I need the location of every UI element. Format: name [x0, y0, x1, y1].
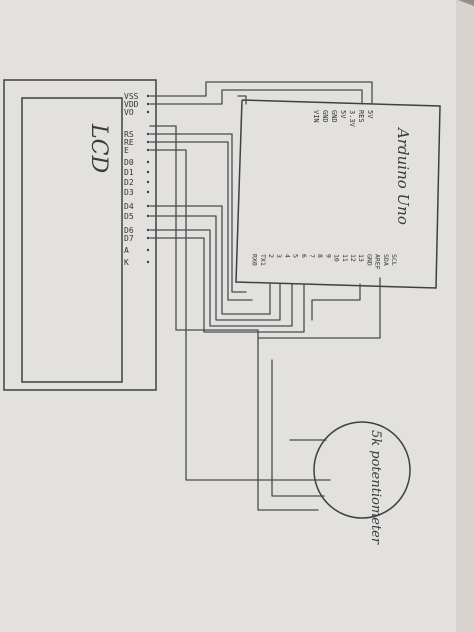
wire-vss	[149, 81, 373, 105]
wire-gnd-bus	[237, 95, 247, 105]
lcd-pin-dot	[146, 102, 150, 106]
arduino-digital-pin-label: 12	[349, 254, 357, 262]
wire-rs	[149, 133, 247, 293]
wire-vdd	[149, 89, 363, 105]
lcd-pin-label: D3	[124, 188, 134, 197]
lcd-pin-dot	[146, 214, 150, 218]
arduino-digital-pin-label: 6	[300, 254, 308, 258]
lcd-pin-dot	[146, 204, 150, 208]
lcd-pin-label: D2	[124, 178, 134, 187]
lcd-pin-label: A	[124, 246, 129, 255]
lcd-pin-dot	[146, 180, 150, 184]
lcd-pin-dot	[146, 110, 150, 114]
arduino-digital-pin-label: SDA	[382, 254, 390, 266]
lcd-pin-label: K	[124, 258, 129, 267]
lcd-pin-dot	[146, 160, 150, 164]
lcd-pin-label: VDD	[124, 100, 139, 109]
arduino-digital-pin-label: RX0	[251, 254, 259, 266]
lcd-pin-label: D7	[124, 234, 134, 243]
lcd-pin-dot	[146, 132, 150, 136]
lcd-pin-label: D6	[124, 226, 134, 235]
wire-pot-2	[271, 359, 325, 497]
arduino-digital-pin-label: GND	[365, 254, 373, 266]
paper-shadow-right	[456, 0, 474, 632]
lcd-pin-label: D4	[124, 202, 134, 211]
arduino-power-pin-label: RES	[357, 110, 365, 123]
lcd-pin-dot	[146, 236, 150, 240]
wire-d5	[149, 215, 281, 321]
potentiometer: 5k potentiometer	[313, 421, 411, 545]
lcd-outer-frame	[3, 79, 157, 391]
arduino-power-pin-label: 5V	[366, 110, 374, 119]
lcd-title: LCD	[86, 123, 111, 173]
lcd-pin-label: D1	[124, 168, 134, 177]
arduino-power-pin-label: VIN	[312, 110, 320, 123]
lcd-pin-label: VO	[124, 108, 134, 117]
arduino-digital-pin-label: 5	[292, 254, 300, 258]
lcd-pin-dot	[146, 260, 150, 264]
lcd-pin-label: E	[124, 146, 129, 155]
wire-pot-1	[257, 337, 319, 511]
wire-re	[149, 141, 253, 301]
wire-d4	[149, 205, 271, 315]
arduino-power-pin-label: 3.3V	[348, 110, 356, 128]
potentiometer-circle	[313, 421, 411, 519]
arduino-digital-pin-label: 13	[357, 254, 365, 262]
arduino-outline	[235, 99, 441, 289]
arduino-digital-pin-label: 4	[283, 254, 291, 258]
lcd-pin-dot	[146, 248, 150, 252]
arduino-digital-pin-label: 7	[308, 254, 316, 258]
wires	[149, 81, 381, 511]
lcd-pin-label: RE	[124, 138, 134, 147]
lcd-pin-dot	[146, 228, 150, 232]
lcd-pin-dot	[146, 190, 150, 194]
arduino-digital-pin-label: 11	[341, 254, 349, 262]
lcd-pin-label: RS	[124, 130, 134, 139]
arduino-power-pin-label: GND	[321, 110, 329, 123]
wire-d7	[149, 237, 305, 333]
arduino-digital-pin-label: 3	[275, 254, 283, 258]
lcd-inner-frame	[21, 97, 123, 383]
arduino-power-pin-label: 5V	[339, 110, 347, 119]
arduino-title: Arduino Uno	[394, 126, 412, 225]
arduino-power-pin-label: GND	[330, 110, 338, 123]
wire-gnd-right	[311, 283, 361, 321]
lcd-pin-dot	[146, 170, 150, 174]
potentiometer-label: 5k potentiometer	[368, 430, 383, 545]
lcd-pin-dot	[146, 94, 150, 98]
arduino-digital-pin-label: AREF	[374, 254, 382, 270]
lcd-pin-label: D5	[124, 212, 134, 221]
arduino-digital-pin-label: 8	[316, 254, 324, 258]
lcd-pin-label: D0	[124, 158, 134, 167]
wire-d6	[149, 229, 293, 327]
wire-vo	[149, 125, 381, 339]
lcd-pin-label: VSS	[124, 92, 139, 101]
arduino-digital-pin-label: TX1	[259, 254, 267, 266]
arduino-digital-pin-label: SCL	[390, 254, 398, 266]
arduino-digital-pin-label: 9	[324, 254, 332, 258]
lcd-pin-dot	[146, 140, 150, 144]
arduino-digital-pin-label: 2	[267, 254, 275, 258]
arduino-digital-pin-label: 10	[333, 254, 341, 262]
lcd-pin-dot	[146, 148, 150, 152]
